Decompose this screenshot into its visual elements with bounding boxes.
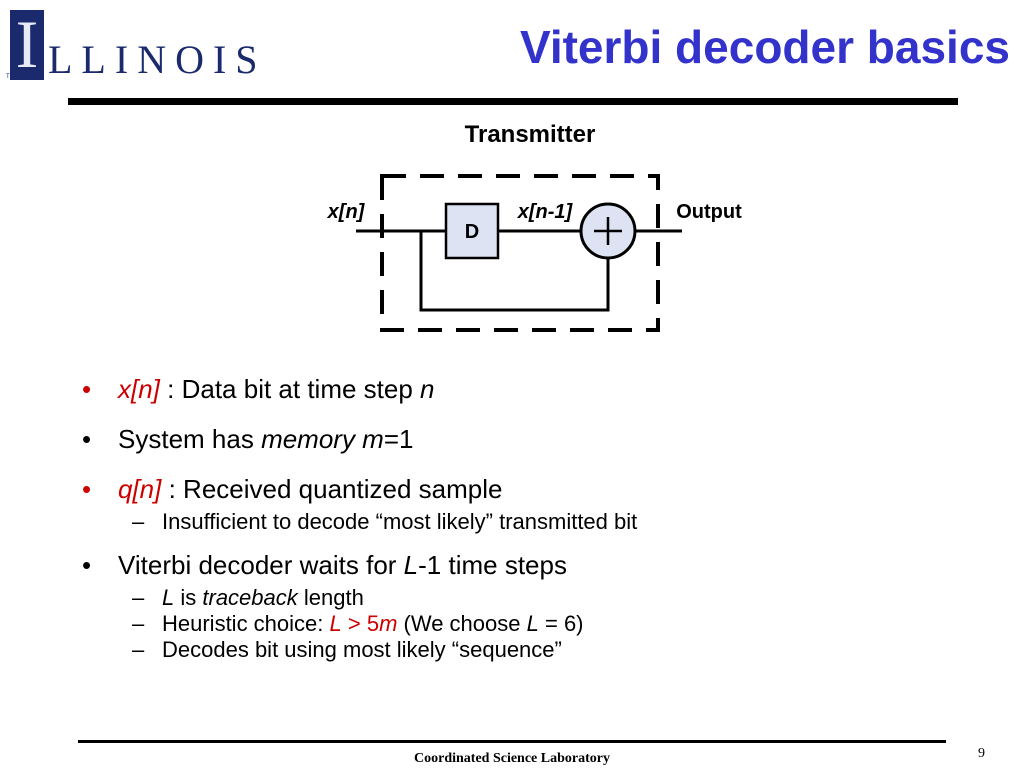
var-L: L: [403, 550, 419, 580]
bullet-decoder-waits: • Viterbi decoder waits for L-1 time ste…: [76, 548, 976, 582]
var-n: n: [420, 374, 435, 404]
title-rule: [68, 98, 958, 105]
paren-tail: = 6): [538, 611, 584, 636]
bullet-received-sample: • q[n] : Received quantized sample: [76, 472, 976, 506]
logo-initial: I: [15, 6, 39, 82]
bullet-text: : Data bit at time step: [159, 374, 421, 404]
bullet-marker: •: [82, 374, 92, 404]
delay-label: D: [465, 221, 479, 243]
subbullet-marker: –: [132, 611, 145, 636]
condition-op: > 5: [341, 611, 380, 636]
subbullet-text: Insufficient to decode “most likely” tra…: [162, 509, 638, 534]
delayed-label: x[n-1]: [517, 201, 574, 223]
term-qn: q[n]: [118, 474, 162, 504]
footer-lab: Coordinated Science Laboratory: [414, 751, 610, 766]
bullet-memory: • System has memory m=1: [76, 422, 976, 456]
term-xn: x[n]: [118, 374, 160, 404]
footer-rule: [78, 740, 946, 743]
subbullet-marker: –: [132, 509, 145, 534]
subbullet-traceback: – L is traceback length: [76, 584, 976, 612]
output-label: Output: [676, 201, 742, 223]
bullet-tail: -1 time steps: [418, 550, 567, 580]
traceback-term: traceback: [202, 585, 298, 610]
paren-open: (We choose: [397, 611, 527, 636]
bullet-marker: •: [82, 424, 92, 454]
input-label: x[n]: [327, 201, 366, 223]
bullet-text: : Received quantized sample: [161, 474, 503, 504]
condition-m: m: [379, 611, 398, 636]
transmitter-diagram: Transmitter x[n] D x[n-1] Output: [327, 121, 742, 332]
slide-title: Viterbi decoder basics: [519, 21, 1010, 73]
subbullet-heuristic: – Heuristic choice: L > 5m (We choose L …: [76, 610, 976, 638]
subbullet-text: is: [174, 585, 203, 610]
logo-trademark: TM: [6, 74, 15, 80]
subbullet-sequence: – Decodes bit using most likely “sequenc…: [76, 636, 976, 664]
bullet-text: System has: [118, 424, 262, 454]
delay-block: [444, 202, 500, 260]
bullet-data-bit: • x[n] : Data bit at time step n: [76, 372, 976, 406]
subbullet-marker: –: [132, 585, 145, 610]
transmitter-boundary: [380, 174, 660, 332]
logo-block: [10, 10, 44, 80]
subbullet-insufficient: – Insufficient to decode “most likely” t…: [76, 508, 976, 536]
subbullet-tail: length: [297, 585, 364, 610]
memory-value: =1: [383, 424, 414, 454]
illinois-logo: I TM LLINOIS: [6, 6, 258, 84]
bullet-text: Viterbi decoder waits for: [118, 550, 404, 580]
subbullet-marker: –: [132, 637, 145, 662]
paren-var: L: [526, 611, 539, 636]
bullet-marker: •: [82, 550, 92, 580]
condition-var: L: [329, 611, 342, 636]
bullet-marker: •: [82, 474, 92, 504]
bullet-list: • x[n] : Data bit at time step n • Syste…: [76, 372, 976, 676]
memory-term: memory m: [261, 424, 384, 454]
var-L: L: [162, 585, 175, 610]
subbullet-text: Heuristic choice:: [162, 611, 330, 636]
feedforward-wire: [419, 231, 610, 312]
diagram-title: Transmitter: [465, 121, 596, 148]
subbullet-text: Decodes bit using most likely “sequence”: [162, 637, 562, 662]
logo-wordmark: LLINOIS: [48, 37, 267, 82]
page-number: 9: [978, 746, 985, 761]
